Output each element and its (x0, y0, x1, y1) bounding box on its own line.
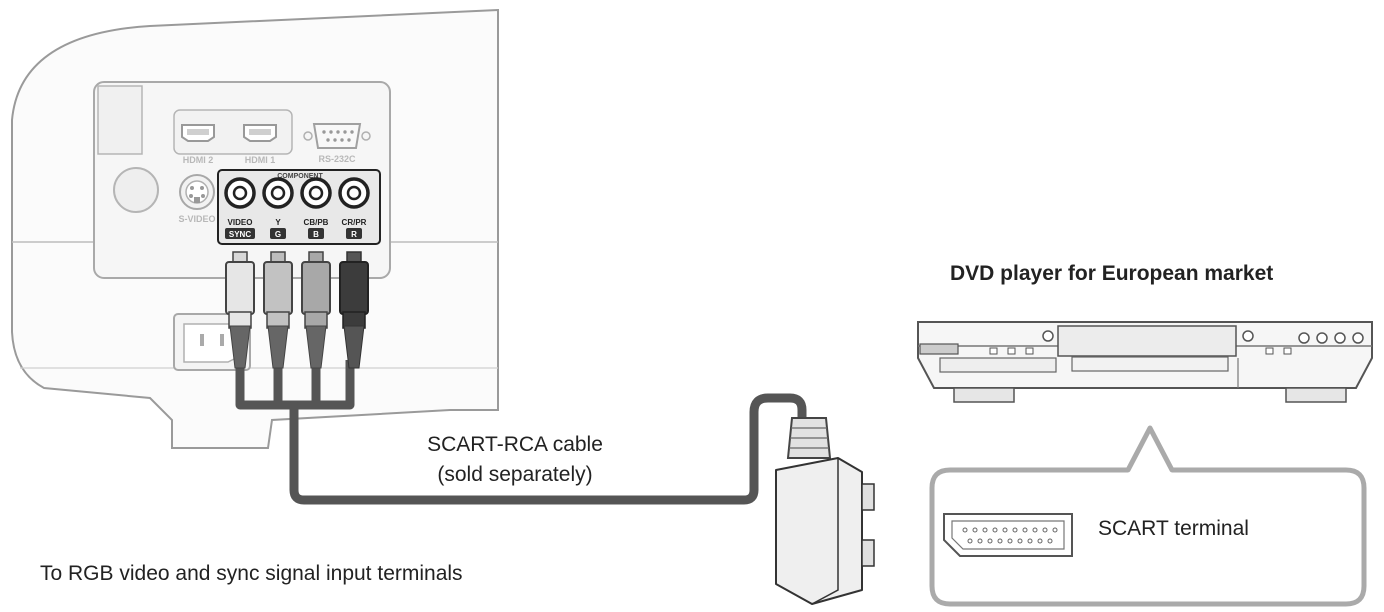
cable-label-line1: SCART-RCA cable (427, 433, 603, 456)
terminal-1-bottom: G (275, 230, 281, 239)
scart-pin (1037, 538, 1043, 544)
video-sync-jack (224, 177, 256, 209)
scart-pin (1027, 538, 1033, 544)
rs232c-port (303, 123, 371, 149)
scart-pin (992, 527, 998, 533)
scart-pin (972, 527, 978, 533)
rca-plug-cr-pr-r (339, 251, 369, 369)
svideo-port: S-VIDEO (178, 174, 216, 224)
scart-pin (987, 538, 993, 544)
scart-terminal-icon (943, 513, 1073, 557)
dvd-player-title: DVD player for European market (950, 262, 1274, 285)
scart-pin (1042, 527, 1048, 533)
component-label: COMPONENT (277, 173, 323, 180)
cable-label-line2: (sold separately) (437, 463, 593, 486)
scart-pin (1047, 538, 1053, 544)
scart-pin (1052, 527, 1058, 533)
rs232c-label: RS-232C (318, 154, 356, 164)
round-sensor (113, 167, 159, 213)
hdmi1-port (243, 124, 277, 142)
terminal-2-bottom: B (313, 230, 319, 239)
scart-plug (775, 417, 875, 605)
scart-terminal-label: SCART terminal (1098, 517, 1249, 540)
scart-pin (997, 538, 1003, 544)
scart-callout-bubble (929, 425, 1367, 607)
hdmi1-label: HDMI 1 (245, 155, 276, 165)
hdmi-group: HDMI 2 HDMI 1 RS-232C (173, 109, 371, 165)
terminal-3-bottom: R (351, 230, 357, 239)
terminal-0-bottom: SYNC (229, 230, 251, 239)
hdmi2-label: HDMI 2 (183, 155, 214, 165)
scart-pin (967, 538, 973, 544)
scart-pin (1032, 527, 1038, 533)
scart-pin (1002, 527, 1008, 533)
dvd-player (917, 321, 1373, 403)
rca-plug-y-g (263, 251, 293, 369)
cable-label: SCART-RCA cable (sold separately) (380, 430, 650, 490)
to-terminals-label: To RGB video and sync signal input termi… (40, 562, 463, 585)
scart-pin (977, 538, 983, 544)
terminal-2-top: CB/PB (304, 218, 329, 227)
terminal-1-top: Y (275, 218, 281, 227)
scart-pin (1017, 538, 1023, 544)
terminal-3-top: CR/PR (342, 218, 367, 227)
svideo-label: S-VIDEO (178, 214, 215, 224)
terminal-0-top: VIDEO (228, 218, 253, 227)
cb-pb-b-jack (300, 177, 332, 209)
cr-pr-r-jack (338, 177, 370, 209)
rca-plug-video-sync (225, 251, 255, 369)
y-g-jack (262, 177, 294, 209)
component-terminal-block: COMPONENT VIDEO Y CB/PB CR/PR SYNC G B R (217, 169, 381, 245)
scart-pin (982, 527, 988, 533)
hdmi2-port (181, 124, 215, 142)
rca-plug-cb-pb-b (301, 251, 331, 369)
scart-pin (1012, 527, 1018, 533)
scart-pin (1007, 538, 1013, 544)
scart-pin (962, 527, 968, 533)
scart-pin (1022, 527, 1028, 533)
